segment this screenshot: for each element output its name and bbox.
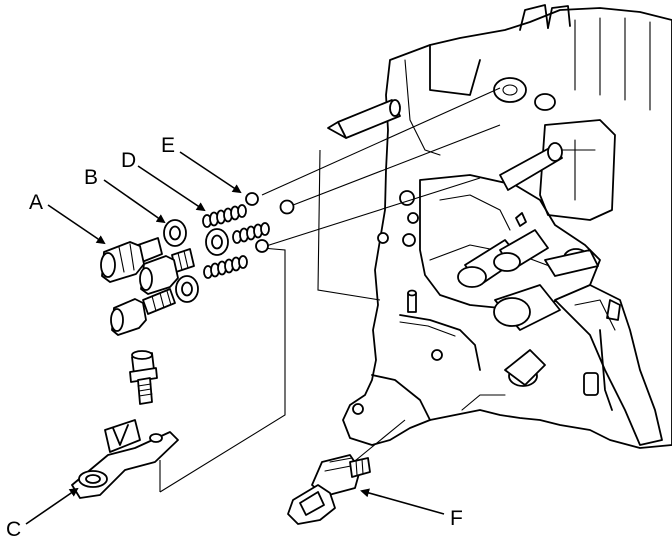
callout-a: A bbox=[29, 191, 43, 214]
transmission-housing bbox=[327, 4, 672, 449]
sealing-washers bbox=[163, 219, 229, 303]
sealing-bolts bbox=[100, 237, 195, 336]
sealing-bolt-upper bbox=[100, 237, 163, 283]
springs bbox=[202, 204, 270, 279]
bracket-assembly bbox=[71, 350, 179, 499]
sensor bbox=[287, 454, 371, 525]
bracket bbox=[71, 419, 179, 499]
check-ball bbox=[279, 199, 295, 215]
flange-bolt bbox=[129, 350, 158, 405]
sealing-bolt-lower bbox=[110, 288, 176, 336]
callout-leaders bbox=[25, 151, 445, 525]
callout-f: F bbox=[450, 507, 463, 530]
spring-middle bbox=[232, 222, 270, 244]
leader-e bbox=[179, 151, 242, 194]
callout-d: D bbox=[121, 149, 136, 172]
leader-c bbox=[25, 487, 79, 525]
sealing-bolt-middle bbox=[139, 248, 195, 295]
check-balls bbox=[245, 192, 295, 253]
callout-c: C bbox=[6, 518, 21, 541]
leader-a bbox=[47, 204, 106, 245]
check-ball bbox=[255, 239, 269, 253]
callout-labels: A B C D E F bbox=[6, 134, 463, 541]
leader-b bbox=[103, 179, 166, 224]
leader-f bbox=[360, 488, 445, 515]
callout-e: E bbox=[161, 134, 175, 157]
washer bbox=[163, 219, 187, 247]
check-ball bbox=[245, 192, 259, 206]
washer bbox=[205, 228, 229, 256]
spring-upper bbox=[202, 204, 247, 228]
alignment-guide-lines bbox=[159, 87, 501, 493]
spring-lower bbox=[203, 255, 248, 279]
callout-b: B bbox=[84, 166, 98, 189]
washer bbox=[175, 275, 199, 303]
leader-d bbox=[137, 165, 206, 212]
